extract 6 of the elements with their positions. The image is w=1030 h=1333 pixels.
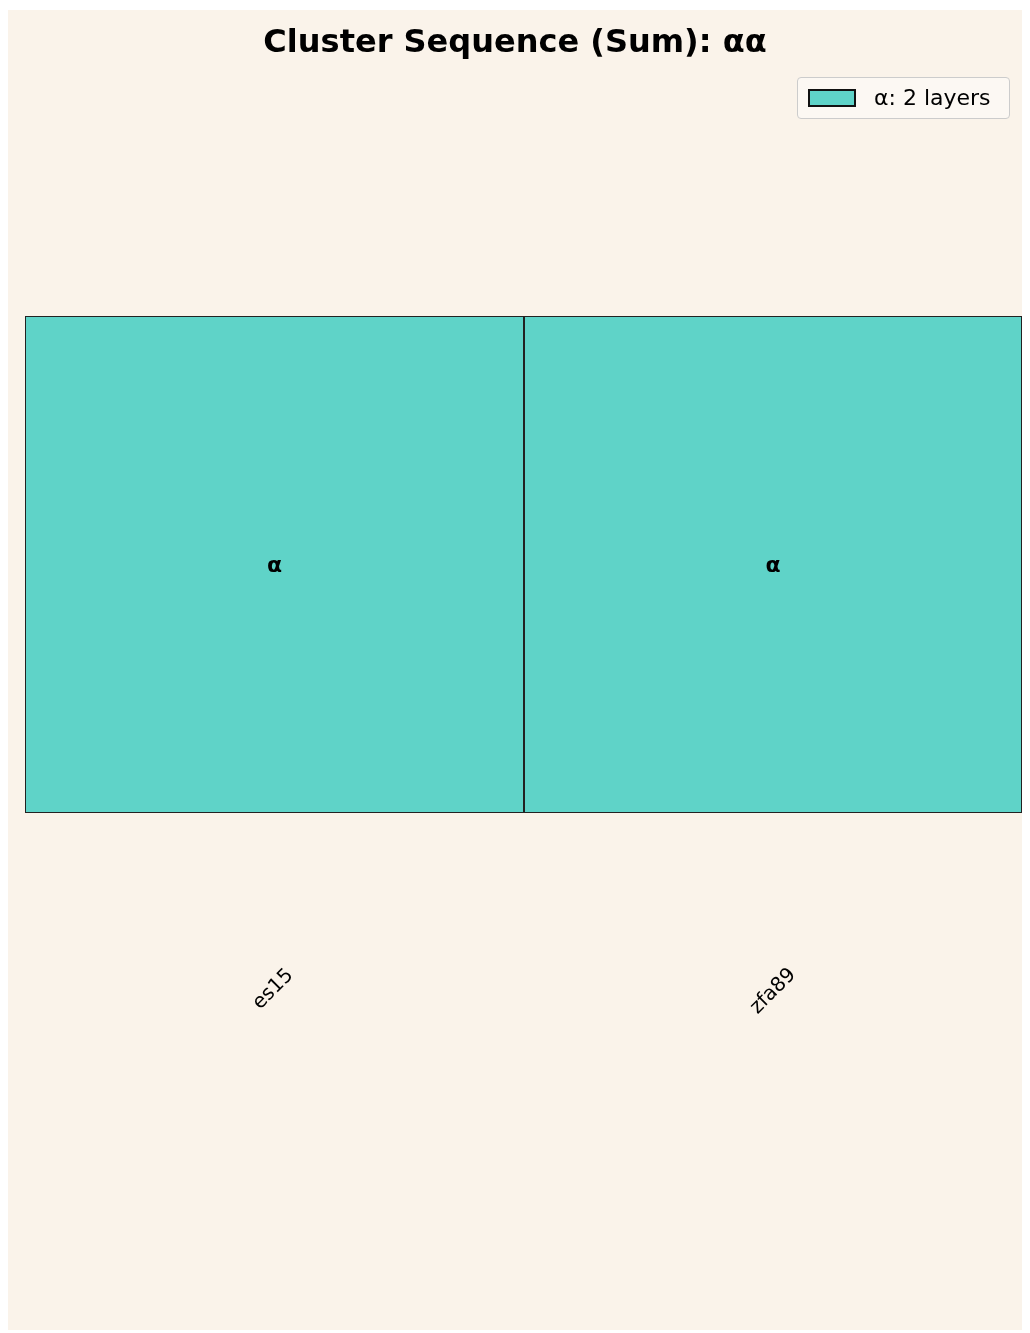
cluster-block — [524, 316, 1022, 813]
block-label: α — [765, 552, 781, 577]
block-label: α — [266, 552, 283, 577]
chart-title: Cluster Sequence (Sum): αα — [262, 22, 768, 60]
cluster-block — [25, 316, 524, 813]
legend-label: α: 2 layers — [874, 85, 991, 110]
